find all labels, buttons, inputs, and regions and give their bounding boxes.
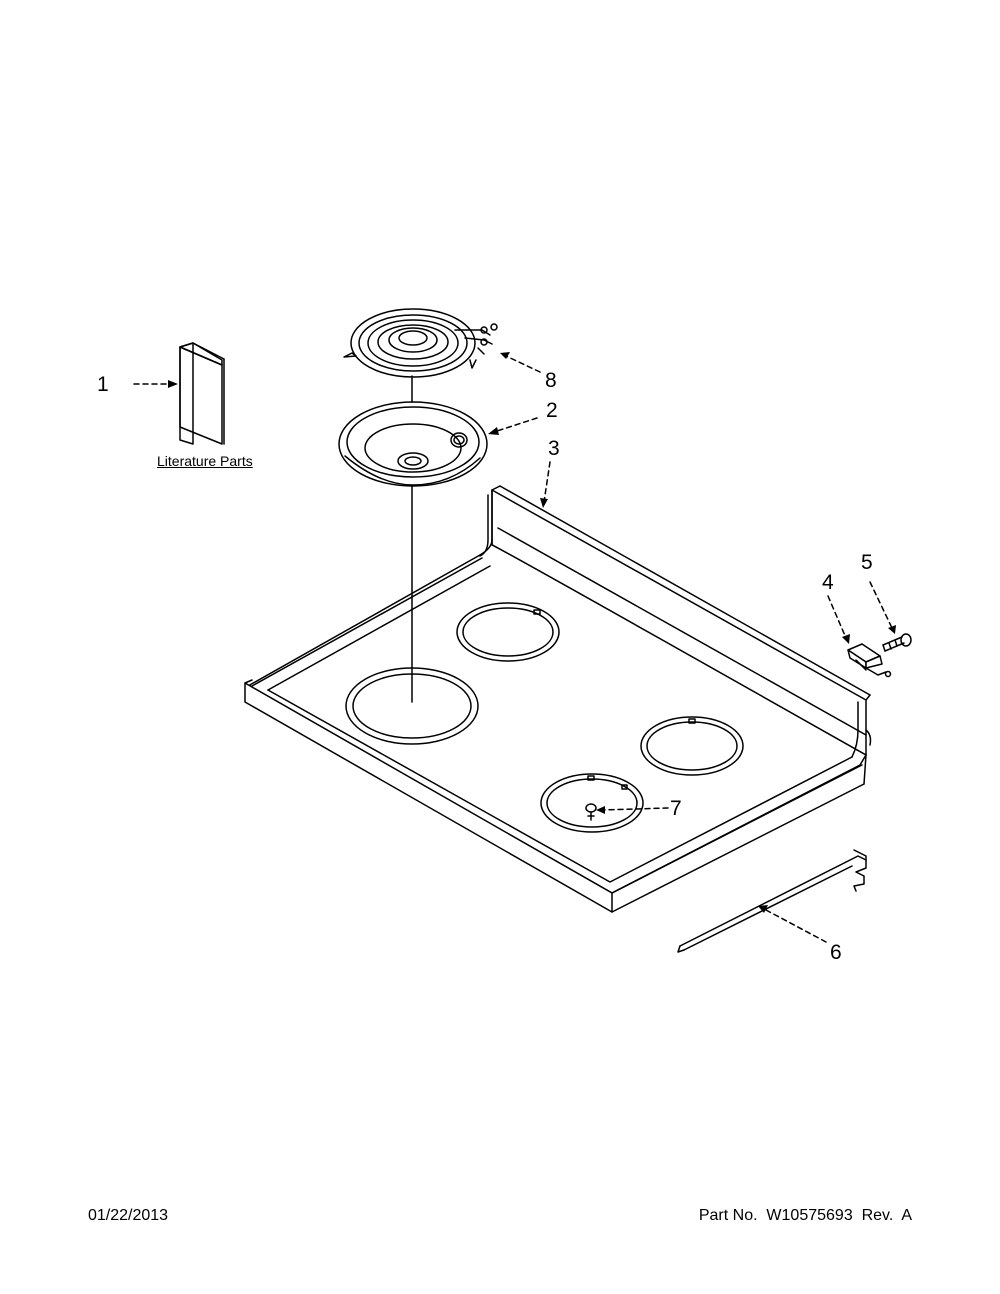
- cooktop: [244, 485, 872, 913]
- footer-date: 01/22/2013: [88, 1207, 169, 1224]
- leader-arrows: [133, 355, 893, 943]
- footer-part-number: Part No. W10575693 Rev. A: [698, 1207, 912, 1224]
- bracket-strip: [677, 849, 867, 953]
- arrowhead-8: [500, 352, 510, 359]
- callout-2: 2: [546, 399, 558, 422]
- callout-3: 3: [548, 437, 560, 460]
- callout-6: 6: [830, 941, 842, 964]
- arrowheads: [168, 352, 896, 913]
- callout-4: 4: [822, 571, 834, 594]
- literature-parts-label: Literature Parts: [157, 453, 253, 469]
- surface-element-coil: [343, 308, 498, 378]
- leader-arrow-5: [869, 581, 893, 629]
- burner-opening-back-right: [640, 716, 744, 776]
- arrowhead-2: [488, 427, 499, 435]
- burner-opening-back-left: [456, 602, 560, 662]
- arrowhead-5: [888, 625, 896, 634]
- callout-8: 8: [545, 369, 557, 392]
- literature-parts-booklet: [179, 342, 225, 445]
- drip-bowl: [338, 401, 488, 487]
- arrowhead-3: [540, 498, 548, 508]
- leader-arrow-8: [505, 355, 541, 373]
- callout-7: 7: [670, 797, 682, 820]
- arrowhead-4: [842, 634, 850, 644]
- arrowhead-6: [758, 905, 768, 913]
- leader-arrow-3: [543, 461, 551, 503]
- screw-part-5: [882, 633, 912, 652]
- burner-opening-front-right: [540, 773, 644, 833]
- callout-5: 5: [861, 551, 873, 574]
- leader-arrow-6: [765, 909, 827, 943]
- arrowhead-7: [596, 806, 605, 814]
- leader-arrow-4: [827, 595, 847, 639]
- terminal-block: [847, 643, 892, 678]
- callout-1: 1: [97, 373, 109, 396]
- arrowhead-1: [168, 380, 178, 388]
- leader-arrow-7: [601, 807, 669, 811]
- leader-arrow-2: [493, 417, 538, 433]
- screw-part-7: [585, 803, 597, 821]
